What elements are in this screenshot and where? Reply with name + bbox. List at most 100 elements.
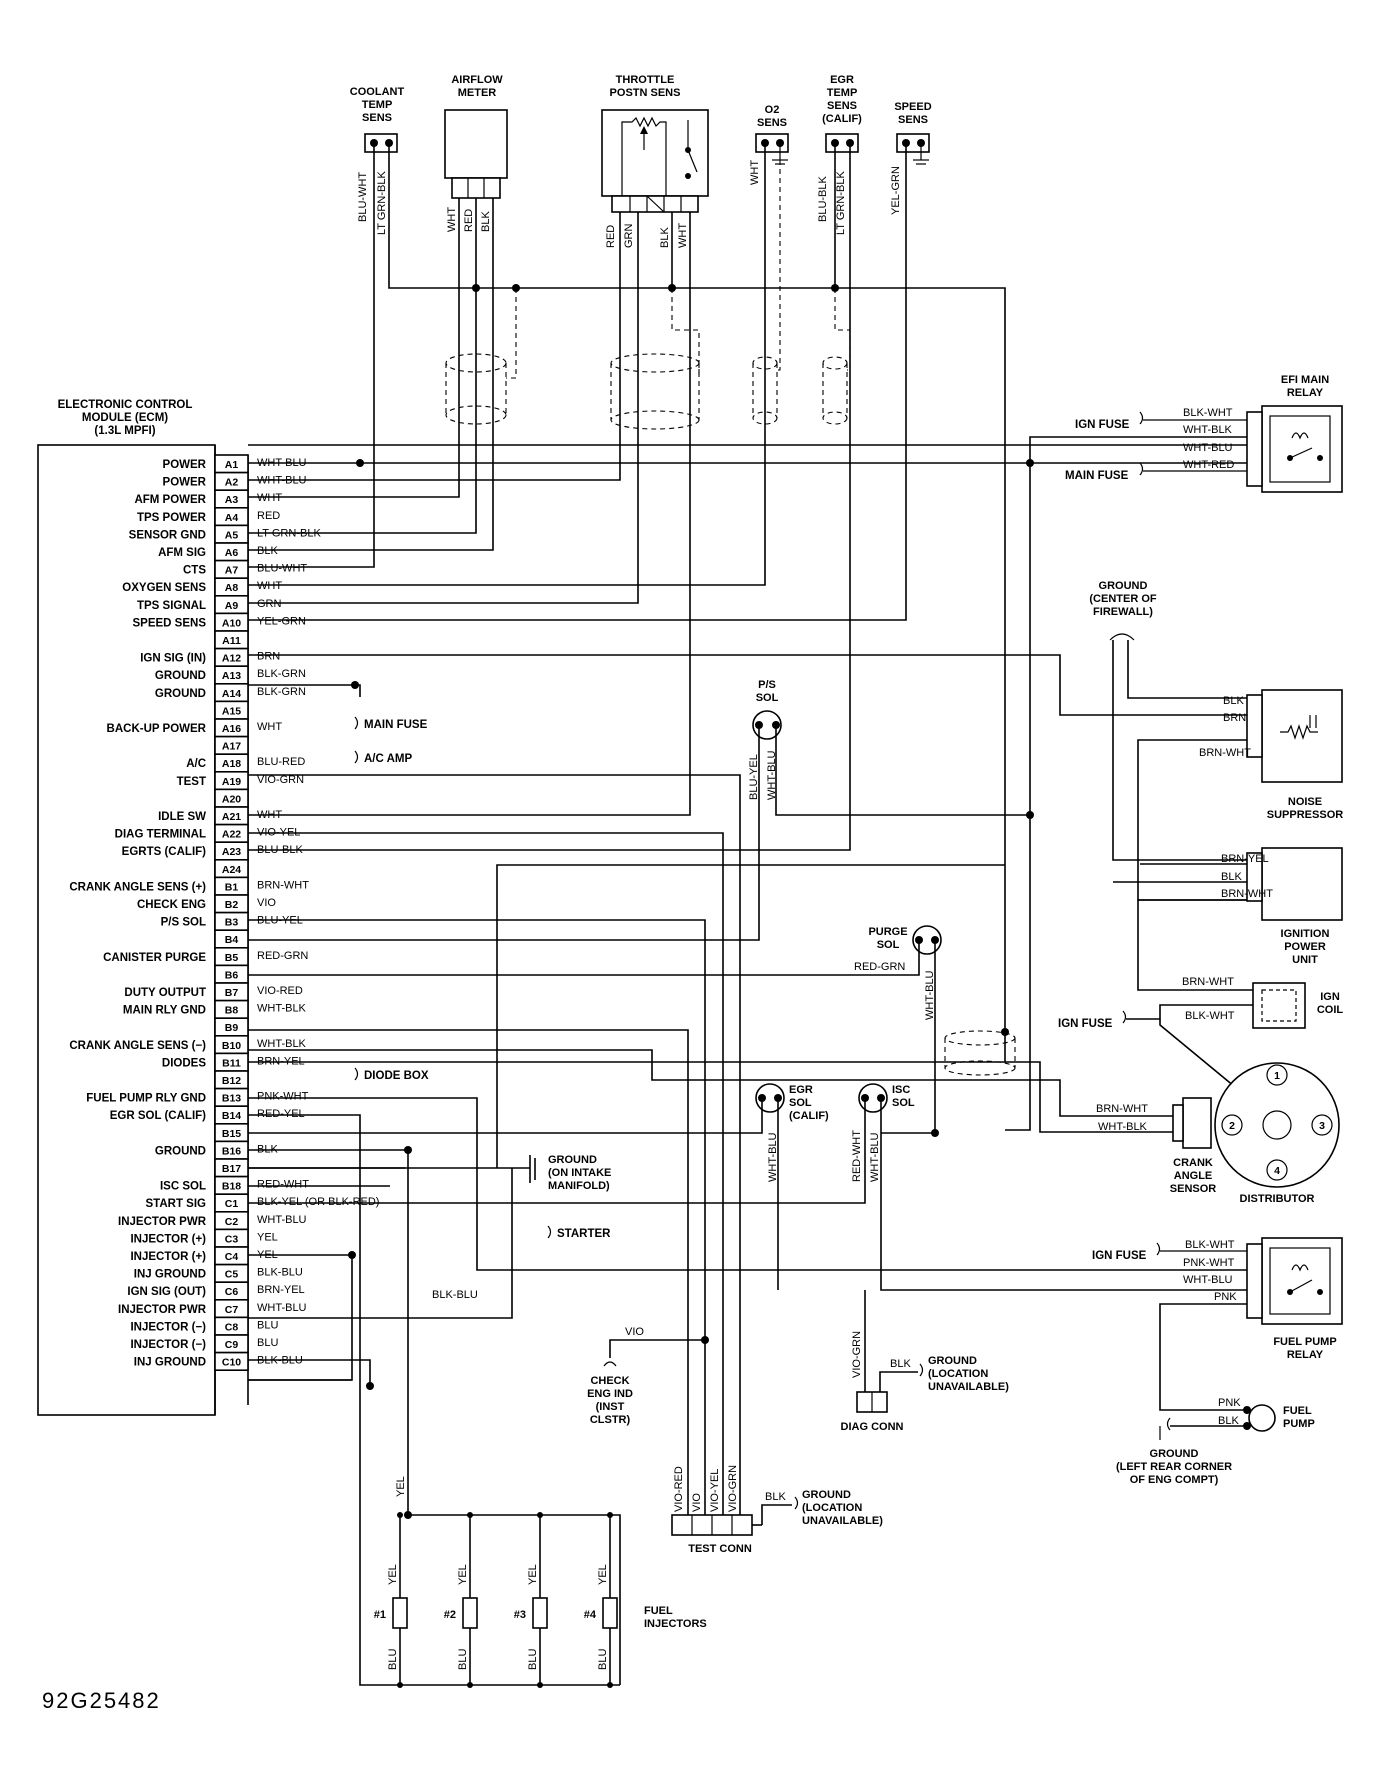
ecm-pin-label: ISC SOL (160, 1181, 206, 1193)
svg-text:A/C AMP: A/C AMP (364, 753, 412, 765)
ecm-pin-label: AFM SIG (158, 547, 206, 559)
svg-text:VIO-GRN: VIO-GRN (727, 1465, 739, 1512)
svg-text:AIRFLOW: AIRFLOW (451, 74, 503, 86)
ecm-pin-id: B6 (225, 969, 239, 981)
svg-text:MAIN FUSE: MAIN FUSE (364, 719, 428, 731)
check-engine-indicator: VIO CHECK ENG IND (INST CLSTR) (587, 1326, 705, 1426)
svg-text:BRN-YEL: BRN-YEL (1221, 853, 1269, 865)
ecm-pin-cell (214, 1351, 249, 1371)
egr-temp-sensor: EGR TEMP SENS (CALIF) BLU-BLK LT GRN-BLK (817, 74, 862, 235)
ecm-pin-wire-color: BRN-YEL (257, 1284, 305, 1296)
ecm-pin-id: B7 (225, 987, 239, 999)
ecm-pin-wire-color: BLK-BLU (257, 1267, 303, 1279)
injector-number: #1 (374, 1609, 386, 1621)
ecm-pin-id: B16 (222, 1145, 241, 1157)
svg-text:IGN FUSE: IGN FUSE (1092, 1250, 1147, 1262)
injector-number: #2 (444, 1609, 456, 1621)
svg-text:PNK: PNK (1214, 1291, 1237, 1303)
svg-text:WHT-RED: WHT-RED (1183, 459, 1234, 471)
ecm-pin-wire-color: WHT-BLK (257, 1003, 307, 1015)
ignition-power-unit: IGNITION POWER UNIT BRN-YEL BLK BRN-WHT (1113, 847, 1343, 966)
ecm-pin-id: A15 (222, 705, 241, 717)
svg-text:TEMP: TEMP (362, 99, 393, 111)
ecm-pin-id: B8 (225, 1005, 239, 1017)
ecm-pin-id: A14 (222, 688, 241, 700)
ecm-pin-id: A9 (225, 600, 239, 612)
svg-text:P/S: P/S (758, 679, 776, 691)
svg-text:GROUND: GROUND (928, 1355, 977, 1367)
svg-text:PNK: PNK (1218, 1397, 1241, 1409)
svg-text:BLK: BLK (1218, 1415, 1239, 1427)
svg-text:NOISE: NOISE (1288, 796, 1322, 808)
ecm-pin-id: B2 (225, 899, 239, 911)
svg-text:SENS: SENS (898, 114, 928, 126)
svg-text:BRN-WHT: BRN-WHT (1096, 1103, 1148, 1115)
injector-number: #4 (584, 1609, 597, 1621)
ecm-pin-id: B9 (225, 1022, 239, 1034)
injector-body (462, 1597, 478, 1629)
ecm-pin-label: TPS SIGNAL (137, 600, 206, 612)
svg-text:(LEFT REAR CORNER: (LEFT REAR CORNER (1116, 1461, 1232, 1473)
svg-text:PURGE: PURGE (868, 926, 907, 938)
ecm-pin-label: TPS POWER (137, 512, 207, 524)
ecm-pin-label: MAIN RLY GND (123, 1005, 206, 1017)
svg-text:MANIFOLD): MANIFOLD) (548, 1180, 610, 1192)
svg-text:BLK: BLK (1223, 695, 1244, 707)
svg-text:ISC: ISC (892, 1084, 910, 1096)
svg-text:LT GRN-BLK: LT GRN-BLK (376, 171, 388, 235)
svg-text:BLK: BLK (659, 227, 671, 248)
ecm-pin-id: C4 (225, 1251, 239, 1263)
ecm-pin-id: A18 (222, 758, 241, 770)
speed-sensor: SPEED SENS YEL-GRN (890, 101, 932, 215)
svg-text:THROTTLE: THROTTLE (616, 74, 675, 86)
distributor: 1 2 3 4 DISTRIBUTOR CRANK ANGLE SENSOR B… (248, 1049, 1340, 1205)
svg-text:BLK-BLU: BLK-BLU (432, 1289, 478, 1301)
ecm-pin-id: A23 (222, 846, 241, 858)
ecm-pin-label: IDLE SW (158, 811, 206, 823)
svg-text:FUEL: FUEL (1283, 1405, 1312, 1417)
svg-text:BRN-WHT: BRN-WHT (1221, 888, 1273, 900)
svg-text:GROUND: GROUND (1099, 580, 1148, 592)
ecm-pin-id: C8 (225, 1321, 239, 1333)
svg-text:3: 3 (1319, 1120, 1325, 1132)
ecm-pin-wire-color: WHT-BLU (257, 1214, 307, 1226)
ecm-pin-id: C10 (222, 1357, 241, 1369)
injector-bottom-wire: BLU (527, 1649, 539, 1670)
svg-text:SOL: SOL (892, 1097, 915, 1109)
ecm-pin-label: INJECTOR PWR (118, 1304, 207, 1316)
ecm-title-2: MODULE (ECM) (82, 412, 168, 424)
svg-text:IGN FUSE: IGN FUSE (1058, 1018, 1113, 1030)
svg-text:VIO: VIO (691, 1493, 703, 1512)
svg-text:(INST: (INST (596, 1401, 625, 1413)
svg-text:WHT-BLU: WHT-BLU (1183, 1274, 1233, 1286)
svg-text:1: 1 (1274, 1070, 1280, 1082)
ecm-pin-wire-color: PNK-WHT (257, 1091, 309, 1103)
svg-text:ENG IND: ENG IND (587, 1388, 633, 1400)
throttle-position-sensor: THROTTLE POSTN SENS RED GRN BLK WHT (601, 74, 709, 248)
svg-text:IGN FUSE: IGN FUSE (1075, 419, 1130, 431)
ecm-pin-label: IGN SIG (OUT) (127, 1286, 206, 1298)
ecm-pin-id: A11 (222, 635, 241, 647)
injector-bottom-wire: BLU (457, 1649, 469, 1670)
injector-body (392, 1597, 408, 1629)
ecm-pin-id: A7 (225, 565, 239, 577)
fuel-pump-relay: FUEL PUMP RELAY IGN FUSE BLK-WHT PNK-WHT… (248, 1097, 1343, 1411)
ecm-pin-wire-color: BLK-GRN (257, 668, 306, 680)
ecm-pin-label: P/S SOL (161, 917, 206, 929)
ecm-pin-label: INJECTOR (−) (130, 1321, 206, 1333)
injector-top-wire: YEL (387, 1564, 399, 1585)
ecm-pin-wire-color: WHT-BLU (257, 1302, 307, 1314)
svg-text:EGR: EGR (830, 74, 854, 86)
svg-text:WHT-BLU: WHT-BLU (869, 1132, 881, 1182)
injector-bottom-wire: BLU (387, 1649, 399, 1670)
